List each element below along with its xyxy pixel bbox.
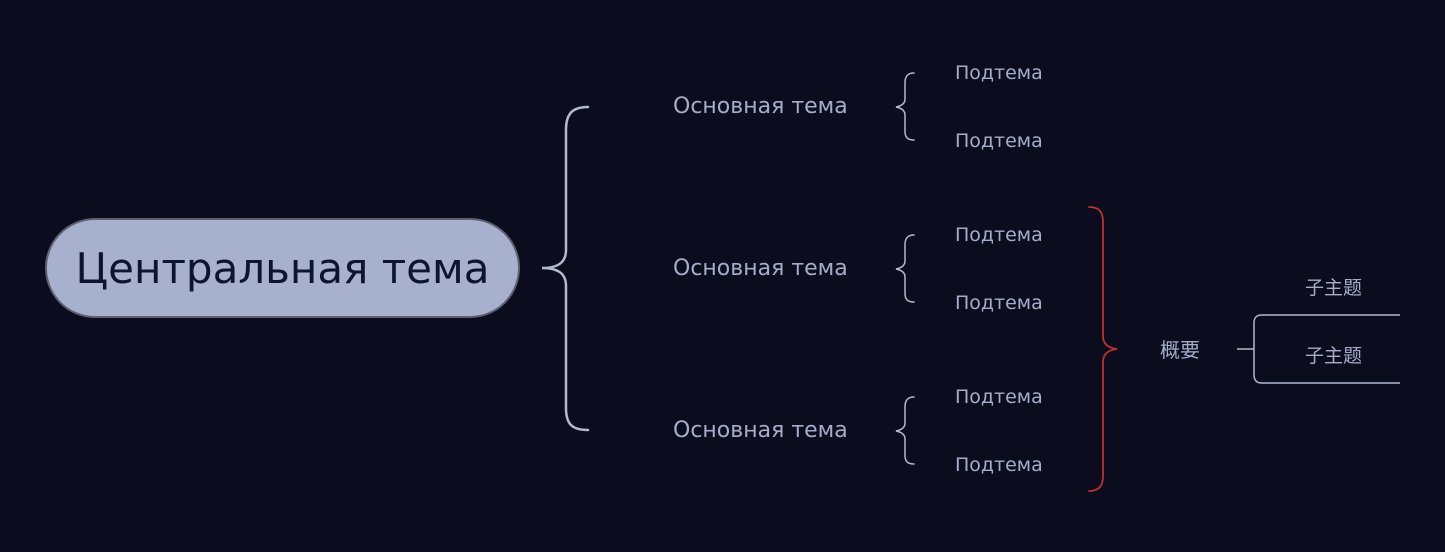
- summary-children-bracket: [1253, 314, 1400, 384]
- subtopic-1-2[interactable]: Подтема: [955, 130, 1043, 152]
- main-topic-2[interactable]: Основная тема: [673, 256, 848, 281]
- subtopic-1-1[interactable]: Подтема: [955, 62, 1043, 84]
- sub-brace-3: [895, 396, 915, 465]
- main-topic-1[interactable]: Основная тема: [673, 94, 848, 119]
- subtopic-2-1[interactable]: Подтема: [955, 224, 1043, 246]
- central-topic[interactable]: Центральная тема: [45, 218, 520, 318]
- summary-topic[interactable]: 概要: [1160, 338, 1200, 362]
- main-topic-3[interactable]: Основная тема: [673, 418, 848, 443]
- subtopic-3-1[interactable]: Подтема: [955, 386, 1043, 408]
- summary-child-2[interactable]: 子主题: [1305, 345, 1363, 367]
- summary-brace: [1088, 206, 1118, 492]
- subtopic-3-2[interactable]: Подтема: [955, 454, 1043, 476]
- summary-child-1[interactable]: 子主题: [1305, 277, 1363, 299]
- central-topic-label: Центральная тема: [75, 243, 490, 293]
- subtopic-2-2[interactable]: Подтема: [955, 292, 1043, 314]
- main-brace: [541, 105, 590, 432]
- sub-brace-2: [895, 234, 915, 303]
- sub-brace-1: [895, 72, 915, 141]
